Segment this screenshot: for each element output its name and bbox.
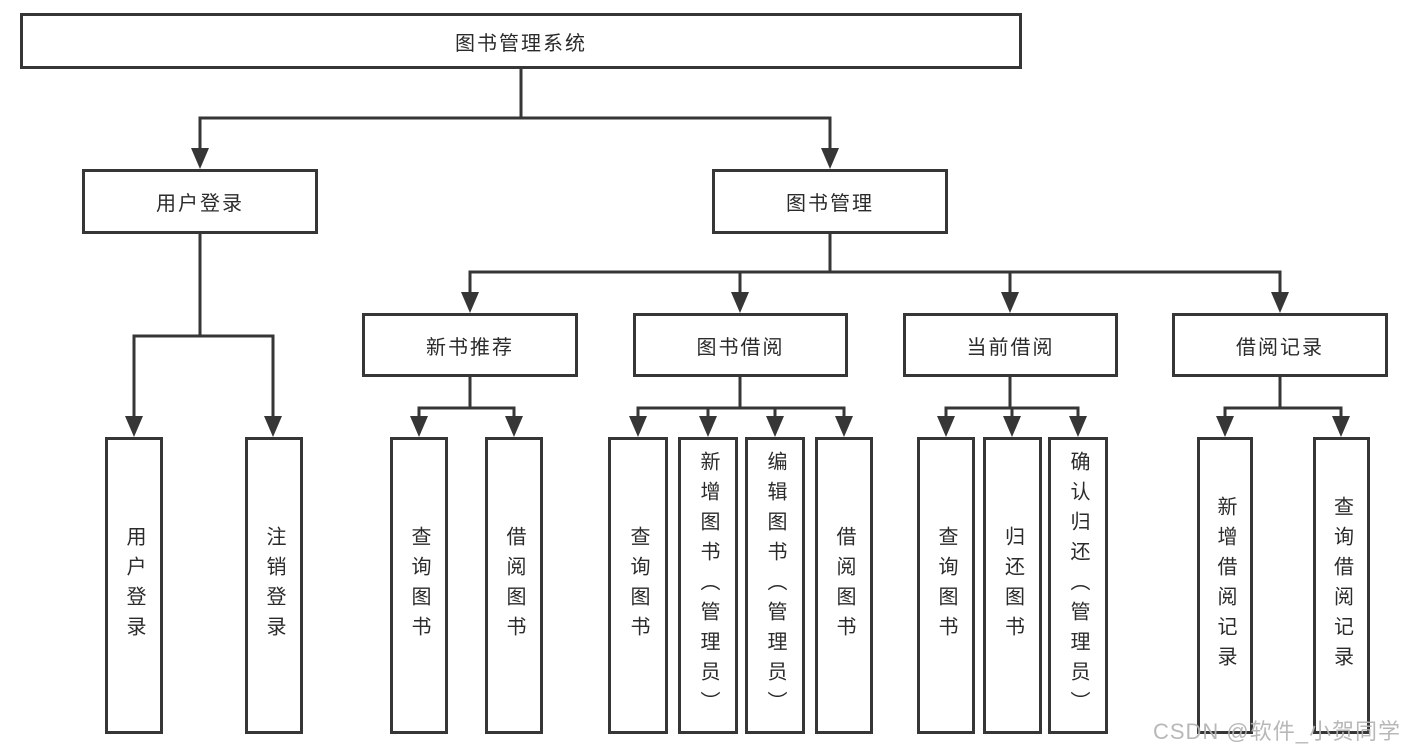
leaf-user-login-label: 用户登录 (123, 525, 145, 646)
leaf-query-books-3-label: 查询图书 (935, 525, 957, 646)
leaf-borrow-books-2: 借阅图书 (815, 437, 873, 734)
leaf-query-borrow-record-label: 查询借阅记录 (1330, 495, 1353, 676)
leaf-confirm-return-admin: 确认归还（管理员） (1048, 437, 1108, 734)
leaf-return-books: 归还图书 (983, 437, 1042, 734)
leaf-add-book-admin: 新增图书（管理员） (678, 437, 738, 734)
node-book-borrow: 图书借阅 (633, 313, 848, 377)
node-user-login-branch-label: 用户登录 (156, 193, 244, 215)
leaf-add-borrow-record-label: 新增借阅记录 (1214, 495, 1236, 676)
leaf-query-books-2: 查询图书 (608, 437, 668, 734)
node-borrow-records: 借阅记录 (1172, 313, 1388, 377)
leaf-query-books-3: 查询图书 (917, 437, 975, 734)
leaf-user-login: 用户登录 (105, 437, 163, 734)
node-current-borrow-label: 当前借阅 (966, 336, 1055, 359)
leaf-borrow-books-1-label: 借阅图书 (503, 525, 525, 646)
leaf-add-book-admin-label: 新增图书（管理员） (697, 450, 719, 721)
node-library-system: 图书管理系统 (20, 13, 1022, 69)
leaf-query-books-1-label: 查询图书 (408, 525, 430, 646)
node-borrow-records-label: 借阅记录 (1236, 336, 1324, 359)
leaf-return-books-label: 归还图书 (1001, 525, 1024, 646)
leaf-query-books-2-label: 查询图书 (627, 525, 649, 646)
leaf-edit-book-admin-label: 编辑图书（管理员） (764, 450, 786, 721)
leaf-borrow-books-2-label: 借阅图书 (833, 525, 855, 646)
node-book-borrow-label: 图书借阅 (696, 336, 785, 359)
csdn-watermark: CSDN @软件_小贺同学 (1152, 719, 1401, 744)
node-book-management: 图书管理 (712, 169, 948, 234)
leaf-query-borrow-record: 查询借阅记录 (1313, 437, 1370, 734)
leaf-edit-book-admin: 编辑图书（管理员） (745, 437, 805, 734)
node-new-book-recommend-label: 新书推荐 (426, 336, 514, 359)
leaf-borrow-books-1: 借阅图书 (485, 437, 543, 734)
leaf-query-books-1: 查询图书 (390, 437, 448, 734)
node-new-book-recommend: 新书推荐 (362, 313, 578, 377)
leaf-logout-label: 注销登录 (263, 525, 285, 646)
node-book-management-label: 图书管理 (786, 193, 874, 215)
node-user-login-branch: 用户登录 (82, 169, 318, 234)
node-library-system-label: 图书管理系统 (455, 32, 587, 55)
leaf-logout: 注销登录 (245, 437, 303, 734)
node-current-borrow: 当前借阅 (903, 313, 1118, 377)
leaf-add-borrow-record: 新增借阅记录 (1197, 437, 1253, 734)
leaf-confirm-return-admin-label: 确认归还（管理员） (1067, 450, 1089, 721)
